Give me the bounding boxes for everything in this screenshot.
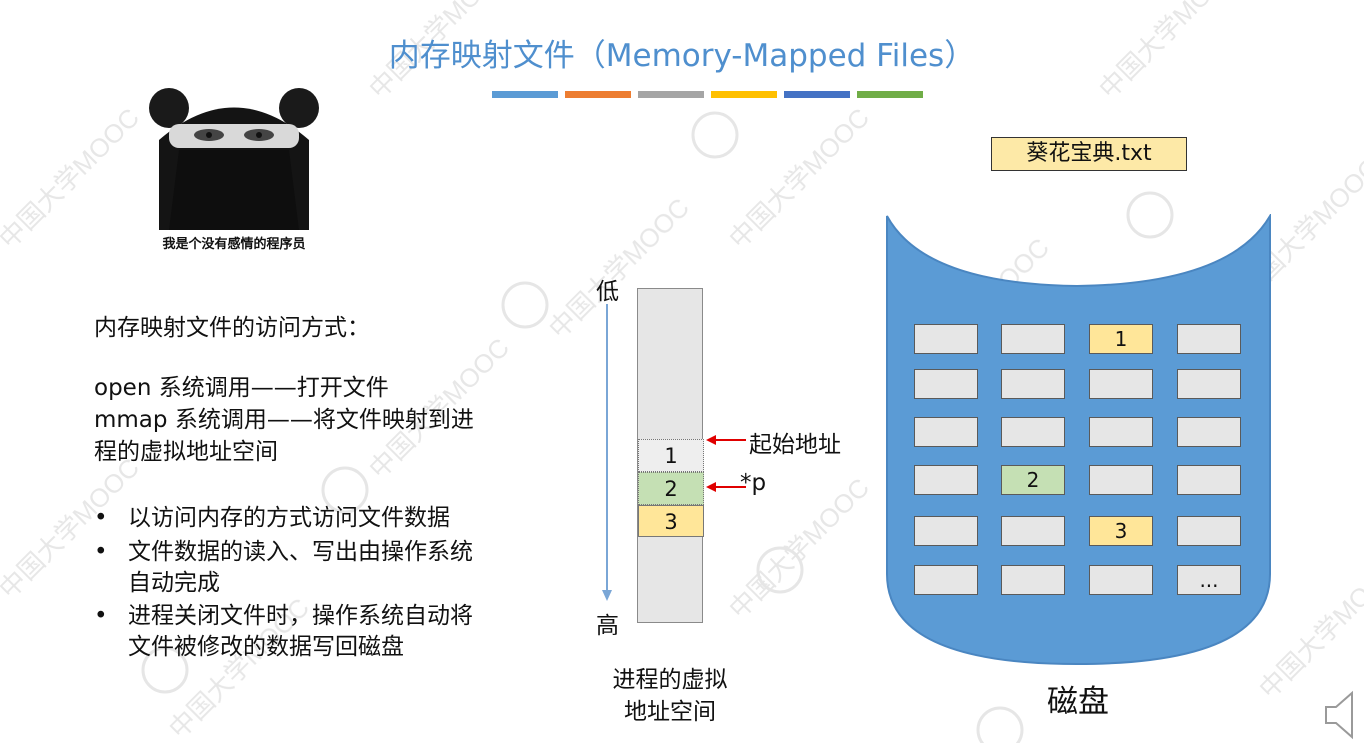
- disk-block-2: 2: [1001, 465, 1065, 495]
- disk-block: [1001, 417, 1065, 447]
- mmap-syscall-line-continued: 程的虚拟地址空间: [94, 439, 278, 465]
- disk-block-1: 1: [1089, 324, 1153, 354]
- disk-block: [1177, 417, 1241, 447]
- pointer-arrows: [706, 435, 746, 492]
- access-methods-heading: 内存映射文件的访问方式：: [94, 315, 370, 341]
- bullet-text: 进程关闭文件时，操作系统自动将: [128, 603, 473, 629]
- bullet-dot: •: [94, 539, 108, 565]
- disk-block: ...: [1177, 565, 1241, 595]
- disk-block: [1177, 516, 1241, 546]
- bullet-text-continued: 文件被修改的数据写回磁盘: [128, 634, 404, 660]
- disk-block: [914, 417, 978, 447]
- disk-cylinder-icon: [886, 214, 1271, 666]
- color-bar-segment: [711, 91, 777, 98]
- disk-block: [914, 324, 978, 354]
- bullet-item: • 进程关闭文件时，操作系统自动将 文件被修改的数据写回磁盘: [94, 601, 544, 663]
- bullet-text: 文件数据的读入、写出由操作系统: [128, 539, 473, 565]
- disk-block: [914, 369, 978, 399]
- disk-block: [1177, 369, 1241, 399]
- disk-block: [1089, 417, 1153, 447]
- svg-text:中国大学MOOC: 中国大学MOOC: [723, 102, 875, 254]
- title-color-bar: [492, 91, 923, 98]
- meme-caption: 我是个没有感情的程序员: [162, 237, 306, 252]
- disk-block: [914, 565, 978, 595]
- disk-block: [1177, 465, 1241, 495]
- virtual-block-1: 1: [638, 439, 704, 472]
- disk-block: [1177, 324, 1241, 354]
- bullet-text-continued: 自动完成: [128, 570, 220, 596]
- disk-block: [914, 516, 978, 546]
- disk-block: [1001, 516, 1065, 546]
- color-bar-segment: [784, 91, 850, 98]
- pointer-label: *p: [740, 470, 767, 496]
- masked-face-icon: [139, 80, 329, 256]
- address-high-label: 高: [596, 613, 619, 639]
- disk-block-3: 3: [1089, 516, 1153, 546]
- svg-text:中国大学MOOC: 中国大学MOOC: [0, 102, 145, 254]
- virtual-block-2: 2: [638, 472, 704, 505]
- slide-title: 内存映射文件（Memory-Mapped Files）: [388, 38, 976, 74]
- bullet-item: • 文件数据的读入、写出由操作系统 自动完成: [94, 537, 544, 599]
- color-bar-segment: [857, 91, 923, 98]
- open-syscall-line: open 系统调用——打开文件: [94, 375, 389, 401]
- left-arrow-icon: [706, 482, 746, 492]
- disk-block: [914, 465, 978, 495]
- color-bar-segment: [565, 91, 631, 98]
- color-bar-segment: [492, 91, 558, 98]
- disk-block: [1089, 369, 1153, 399]
- speaker-icon[interactable]: [1322, 690, 1362, 740]
- bullet-text: 以访问内存的方式访问文件数据: [128, 505, 450, 531]
- disk-block: [1089, 465, 1153, 495]
- mmap-syscall-line: mmap 系统调用——将文件映射到进: [94, 407, 474, 433]
- virtual-address-space-caption: 进程的虚拟 地址空间: [590, 664, 750, 728]
- caption-line: 地址空间: [624, 699, 716, 725]
- bullet-dot: •: [94, 603, 108, 629]
- disk-block: [1089, 565, 1153, 595]
- file-name-label: 葵花宝典.txt: [991, 137, 1187, 171]
- bullet-dot: •: [94, 505, 108, 531]
- meme-image: [139, 80, 329, 256]
- virtual-block-3: 3: [638, 505, 704, 537]
- disk-caption: 磁盘: [1047, 684, 1109, 720]
- address-low-label: 低: [596, 279, 619, 305]
- down-arrow-icon: [602, 304, 612, 601]
- caption-line: 进程的虚拟: [612, 667, 728, 693]
- start-address-label: 起始地址: [749, 432, 841, 458]
- disk-block: [1001, 324, 1065, 354]
- disk-block: [1001, 565, 1065, 595]
- color-bar-segment: [638, 91, 704, 98]
- left-arrow-icon: [706, 435, 746, 445]
- disk-block: [1001, 369, 1065, 399]
- bullet-item: • 以访问内存的方式访问文件数据: [94, 503, 544, 534]
